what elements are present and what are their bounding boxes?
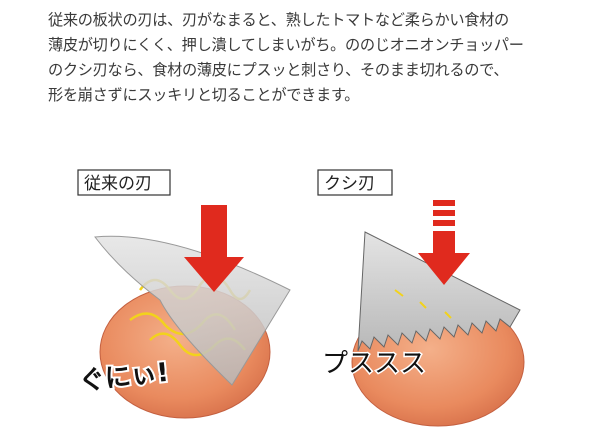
pierce-marks xyxy=(394,289,452,319)
conventional-blade-panel: 従来の刃 ぐにぃ! xyxy=(76,169,291,419)
comb-blade-icon xyxy=(357,231,521,352)
label-box xyxy=(77,169,171,196)
arrow-dash xyxy=(433,200,455,206)
description-line: 薄皮が切りにくく、押し潰してしまいがち。ののじオニオンチョッパー xyxy=(48,36,524,54)
description-line: 従来の板状の刃は、刃がなまると、熟したトマトなど柔らかい食材の xyxy=(48,11,509,29)
flat-blade-icon xyxy=(94,235,291,386)
pierce-sound-text: プススス xyxy=(322,349,426,379)
label-box xyxy=(317,169,393,196)
arrow-dash xyxy=(433,220,455,226)
arrow-dash xyxy=(433,210,455,216)
description-line: のクシ刃なら、食材の薄皮にプスッと刺さり、そのまま切れるので、 xyxy=(48,61,509,79)
description-text: 従来の板状の刃は、刃がなまると、熟したトマトなど柔らかい食材の 薄皮が切りにくく… xyxy=(48,8,568,108)
description-line: 形を崩さずにスッキリと切ることができます。 xyxy=(48,86,360,104)
comb-blade-label: クシ刃 xyxy=(324,174,375,194)
comb-blade-panel: クシ刃 プススス xyxy=(317,169,525,427)
down-arrow-icon xyxy=(418,231,470,285)
down-arrow-icon xyxy=(184,205,244,292)
conventional-blade-label: 従来の刃 xyxy=(84,174,152,194)
